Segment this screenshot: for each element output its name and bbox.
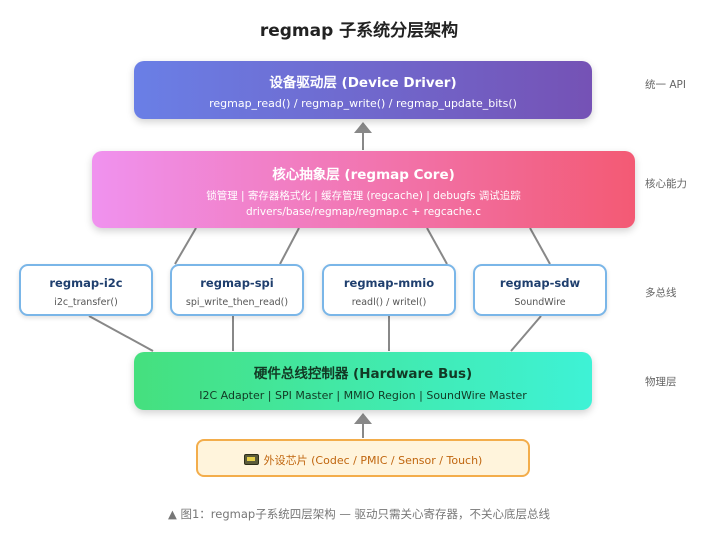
bus-name: regmap-mmio — [343, 276, 435, 290]
hardware-layer-subtitle: I2C Adapter | SPI Master | MMIO Region |… — [199, 389, 527, 402]
driver-layer: 设备驱动层 (Device Driver) regmap_read() / re… — [134, 61, 592, 119]
core-layer: 核心抽象层 (regmap Core) 锁管理 | 寄存器格式化 | 缓存管理 … — [92, 151, 635, 228]
bus-function: readl() / writel() — [351, 297, 427, 308]
bus-box-sdw: regmap-sdw SoundWire — [473, 264, 607, 316]
peripheral-chip-label: 外设芯片 (Codec / PMIC / Sensor / Touch) — [263, 454, 483, 467]
connector-sdw-hw — [510, 315, 542, 352]
chip-icon — [243, 454, 259, 465]
driver-layer-title: 设备驱动层 (Device Driver) — [269, 75, 457, 91]
side-label-core: 核心能力 — [645, 178, 687, 190]
side-label-bus: 多总线 — [645, 287, 677, 299]
connector-core-sdw — [529, 227, 551, 265]
connector-core-spi — [279, 227, 300, 265]
core-layer-files: drivers/base/regmap/regmap.c + regcache.… — [245, 206, 482, 218]
bus-box-spi: regmap-spi spi_write_then_read() — [170, 264, 304, 316]
diagram-title: regmap 子系统分层架构 — [259, 21, 459, 41]
connector-core-mmio — [426, 227, 448, 265]
arrowhead-up-icon — [354, 122, 372, 133]
core-layer-title: 核心抽象层 (regmap Core) — [272, 167, 455, 183]
bus-function: SoundWire — [514, 297, 566, 308]
connector-i2c-hw — [88, 315, 154, 352]
side-label-api: 统一 API — [645, 79, 686, 91]
arrowhead-up-icon — [354, 413, 372, 424]
peripheral-chip-box: 外设芯片 (Codec / PMIC / Sensor / Touch) — [196, 439, 530, 477]
bus-function: spi_write_then_read() — [185, 297, 289, 308]
bus-name: regmap-spi — [200, 276, 274, 290]
side-label-physical: 物理层 — [645, 376, 677, 388]
driver-layer-subtitle: regmap_read() / regmap_write() / regmap_… — [209, 97, 517, 110]
bus-name: regmap-sdw — [499, 276, 581, 290]
connector-core-i2c — [174, 227, 197, 265]
bus-name: regmap-i2c — [49, 276, 123, 290]
core-layer-features: 锁管理 | 寄存器格式化 | 缓存管理 (regcache) | debugfs… — [206, 190, 521, 202]
hardware-layer-title: 硬件总线控制器 (Hardware Bus) — [253, 366, 473, 382]
figure-caption: ▲ 图1：regmap子系统四层架构 — 驱动只需关心寄存器，不关心底层总线 — [167, 507, 551, 521]
hardware-layer: 硬件总线控制器 (Hardware Bus) I2C Adapter | SPI… — [134, 352, 592, 410]
bus-box-i2c: regmap-i2c i2c_transfer() — [19, 264, 153, 316]
bus-box-mmio: regmap-mmio readl() / writel() — [322, 264, 456, 316]
bus-function: i2c_transfer() — [54, 297, 118, 308]
